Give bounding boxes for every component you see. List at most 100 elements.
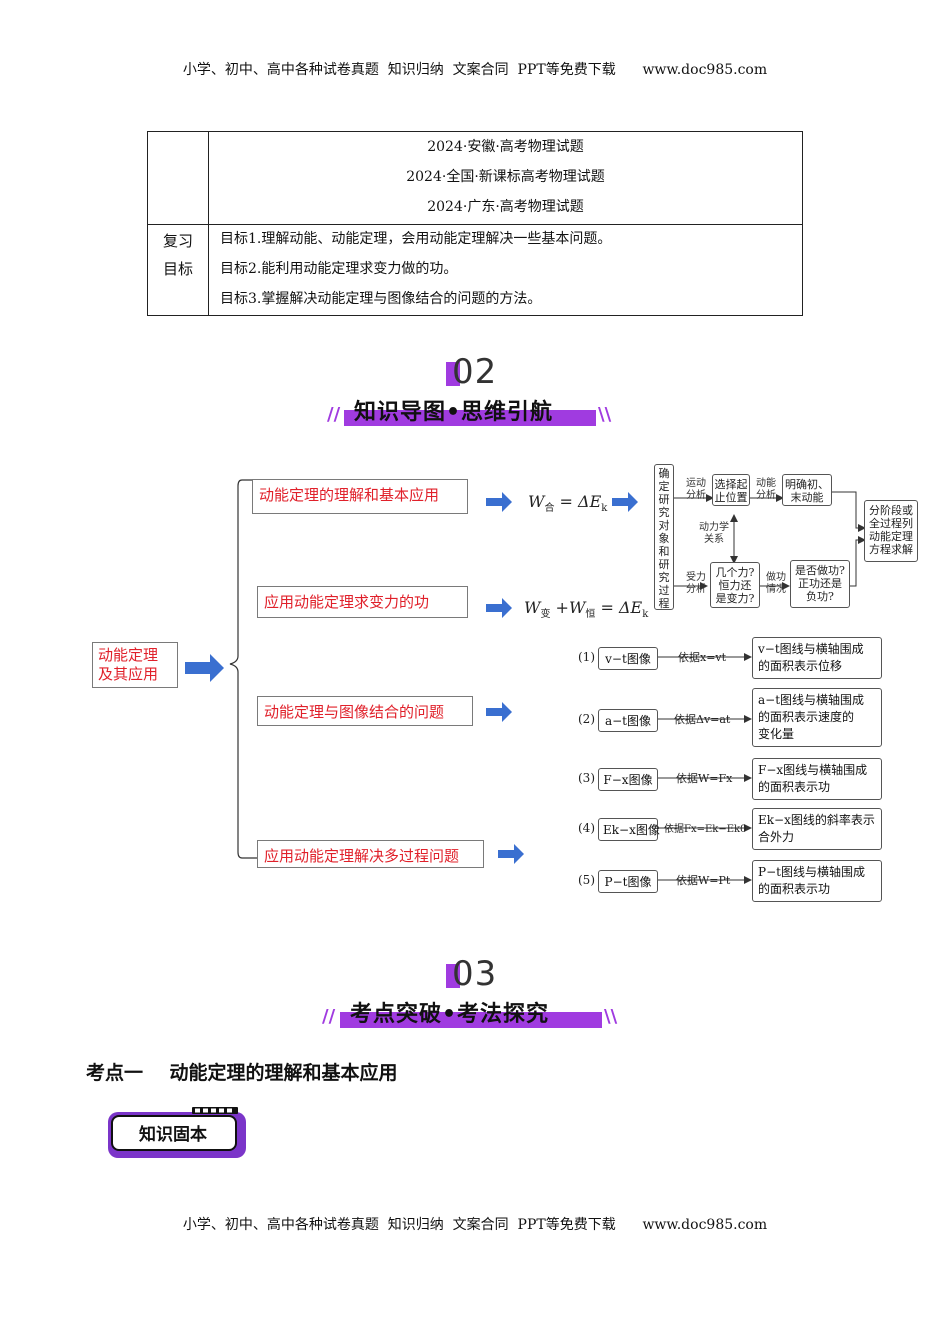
slash-decoration: \\	[598, 404, 612, 425]
formula-total-work: W合 = ΔEk	[528, 492, 607, 514]
flow-text: 情况	[766, 584, 786, 595]
formula-part: k	[601, 503, 608, 515]
root-line: 动能定理	[98, 646, 159, 664]
graph-desc: a−t图线与横轴围成 的面积表示速度的 变化量	[752, 688, 882, 747]
page-footer: 小学、初中、高中各种试卷真题 知识归纳 文案合同 PPT等免费下载 www.do…	[182, 1217, 768, 1233]
flow-text: 方程求解	[869, 543, 913, 556]
flow-text: 几个力?	[715, 566, 755, 579]
flow-step-define-ke: 明确初、 末动能	[782, 474, 832, 506]
badge-dots-icon	[192, 1107, 238, 1114]
flow-text: 分析	[686, 490, 706, 501]
formula-part: 合	[544, 503, 555, 515]
formula-part: W	[528, 492, 545, 511]
graph-desc: Ek−x图线的斜率表示 合外力	[752, 808, 882, 850]
flow-text: 分析	[686, 584, 706, 595]
graph-type: a−t图像	[598, 709, 658, 732]
graph-type: P−t图像	[598, 870, 658, 893]
desc-line: a−t图线与横轴围成	[758, 693, 865, 707]
banner-accent	[446, 362, 460, 386]
flow-char: 究	[658, 506, 670, 519]
desc-line: Ek−x图线的斜率表示	[758, 813, 875, 827]
flow-text: 正功还是	[798, 577, 842, 590]
exam-row: 2024·安徽·高考物理试题	[427, 139, 584, 155]
formula-part: = ΔE	[595, 598, 643, 617]
review-label: 复习	[162, 232, 193, 250]
section-title: 知识导图•思维引航	[354, 400, 554, 425]
flow-text: 关系	[704, 534, 724, 545]
flow-text: 止位置	[714, 491, 748, 504]
flow-text: 分阶段或	[869, 504, 913, 517]
graph-row-number: (2)	[578, 712, 595, 726]
flow-char: 究	[658, 571, 670, 584]
exam-row: 2024·全国·新课标高考物理试题	[406, 169, 605, 185]
exam-table: 2024·安徽·高考物理试题 2024·全国·新课标高考物理试题 2024·广东…	[147, 131, 803, 316]
desc-line: v−t图线与横轴围成	[758, 642, 864, 656]
section-title: 考点突破•考法探究	[350, 1002, 550, 1027]
root-line: 及其应用	[98, 665, 159, 683]
flow-text: 末动能	[790, 491, 824, 504]
badge-frame	[111, 1115, 237, 1151]
kaodian-title: 考点一 动能定理的理解和基本应用	[86, 1062, 398, 1084]
flow-char: 过	[658, 584, 670, 597]
graph-basis: 依据Fx=Ek−Ek0	[664, 824, 747, 835]
review-label: 目标	[162, 260, 193, 278]
desc-line: 合外力	[758, 830, 795, 844]
formula-variable-work: W变 +W恒 = ΔEk	[524, 598, 648, 620]
formula-part: = ΔE	[554, 492, 602, 511]
formula-part: W	[524, 598, 541, 617]
slash-decoration: \\	[604, 1006, 618, 1027]
graph-type: F−x图像	[598, 768, 658, 791]
flow-text: 全过程列	[869, 517, 913, 530]
formula-part: 恒	[585, 609, 596, 621]
branch-box: 动能定理的理解和基本应用	[252, 479, 468, 514]
graph-desc: F−x图线与横轴围成 的面积表示功	[752, 758, 882, 800]
flow-text: 是变力?	[715, 592, 755, 605]
desc-line: 的面积表示功	[758, 780, 831, 794]
desc-line: 的面积表示功	[758, 882, 831, 896]
goal-item: 目标3.掌握解决动能定理与图像结合的问题的方法。	[220, 291, 542, 307]
flow-text: 运动	[686, 478, 706, 489]
goal-item: 目标2.能利用动能定理求变力做的功。	[220, 261, 458, 277]
flow-text: 分析	[756, 490, 776, 501]
flow-char: 研	[658, 493, 670, 506]
flow-text: 是否做功?	[795, 564, 845, 577]
flow-char: 研	[658, 558, 670, 571]
mindmap-lines	[185, 479, 866, 884]
graph-type: v−t图像	[598, 647, 658, 670]
exam-row: 2024·广东·高考物理试题	[427, 199, 584, 215]
flow-label-force: 受力 分析	[680, 572, 712, 596]
branch-box: 动能定理与图像结合的问题	[257, 696, 473, 726]
flow-text: 选择起	[714, 478, 748, 491]
slash-decoration: //	[322, 1006, 336, 1027]
graph-desc: P−t图线与横轴围成 的面积表示功	[752, 860, 882, 902]
formula-part: k	[642, 609, 649, 621]
desc-line: F−x图线与横轴围成	[758, 763, 868, 777]
flow-text: 动能定理	[869, 530, 913, 543]
flow-text: 负功?	[806, 590, 834, 603]
slash-decoration: //	[327, 404, 341, 425]
flow-step-work-q: 是否做功? 正功还是 负功?	[790, 560, 850, 608]
branch-box: 应用动能定理解决多过程问题	[257, 840, 484, 868]
graph-type: Ek−x图像	[598, 818, 660, 841]
desc-line: P−t图线与横轴围成	[758, 865, 865, 879]
page-header: 小学、初中、高中各种试卷真题 知识归纳 文案合同 PPT等免费下载 www.do…	[182, 62, 768, 78]
table-divider	[208, 132, 209, 315]
flow-step-forces: 几个力? 恒力还 是变力?	[710, 562, 760, 608]
flow-text: 明确初、	[785, 478, 829, 491]
flow-text: 受力	[686, 572, 706, 583]
badge-text: 知识固本	[139, 1125, 207, 1145]
flow-text: 动能	[756, 478, 776, 489]
graph-basis: 依据Δv=at	[674, 713, 731, 726]
graph-desc: v−t图线与横轴围成 的面积表示位移	[752, 637, 882, 679]
banner-accent	[446, 964, 460, 988]
mindmap-root: 动能定理 及其应用	[92, 642, 178, 688]
desc-line: 的面积表示位移	[758, 659, 843, 673]
flow-label-ke: 动能 分析	[752, 478, 780, 502]
graph-row-number: (3)	[578, 771, 595, 785]
flow-char: 象	[658, 532, 670, 545]
section-number: 03	[452, 954, 498, 994]
banner-underline	[340, 1012, 602, 1028]
flow-text: 恒力还	[718, 579, 752, 592]
branch-box: 应用动能定理求变力的功	[257, 586, 468, 618]
flow-label-work: 做功 情况	[762, 572, 790, 596]
